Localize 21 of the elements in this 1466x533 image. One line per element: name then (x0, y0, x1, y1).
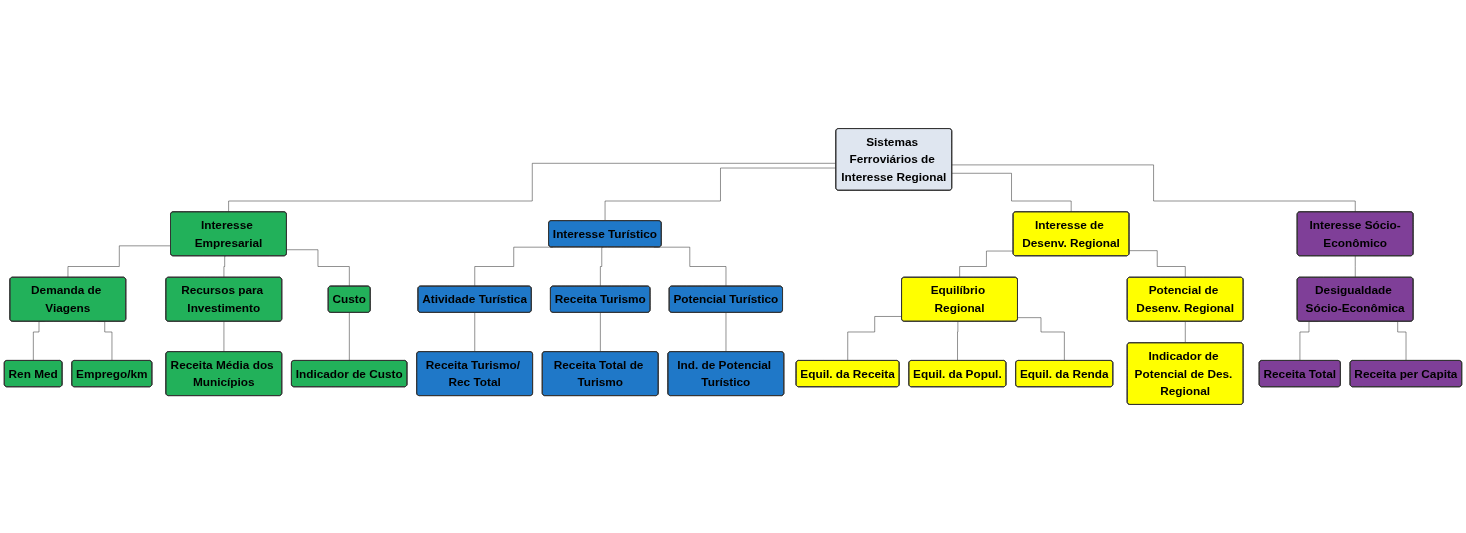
connector (1185, 321, 1186, 344)
connector (951, 164, 1356, 213)
connector (725, 312, 727, 353)
connector (957, 321, 959, 361)
connector (67, 245, 172, 278)
connector (286, 249, 350, 287)
connector (600, 312, 601, 353)
connector (223, 321, 225, 353)
connector (847, 316, 903, 361)
connector (951, 173, 1072, 213)
connector (349, 312, 350, 361)
connector (1355, 255, 1356, 278)
connector (228, 163, 837, 213)
connector (959, 250, 1014, 278)
connector (474, 312, 476, 353)
connector (1129, 250, 1186, 278)
connector (600, 246, 604, 287)
connector (223, 255, 226, 278)
connector (474, 246, 554, 287)
connector (604, 167, 837, 222)
connector (1017, 317, 1065, 361)
